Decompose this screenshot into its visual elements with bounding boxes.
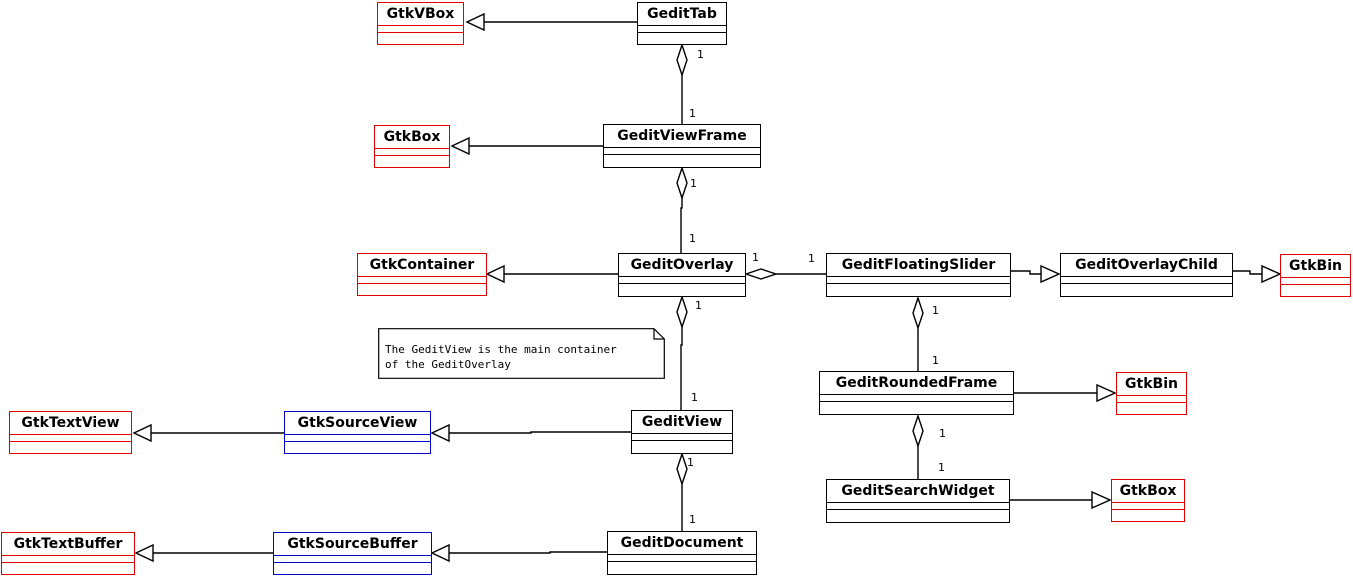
class-gedit-view: GeditView: [631, 410, 733, 454]
operations-compartment: [274, 563, 431, 569]
attributes-compartment: [375, 149, 449, 156]
attributes-compartment: [632, 434, 732, 441]
class-name: GtkBox: [375, 126, 449, 149]
multiplicity-label: 1: [938, 461, 945, 474]
class-gtk-source-view: GtkSourceView: [284, 411, 431, 454]
operations-compartment: [1061, 284, 1232, 290]
attributes-compartment: [1281, 278, 1350, 285]
class-gedit-rounded-frame: GeditRoundedFrame: [819, 371, 1014, 415]
class-name: GtkBin: [1117, 373, 1186, 396]
class-gtk-text-view: GtkTextView: [9, 411, 132, 454]
class-name: GtkContainer: [358, 254, 486, 277]
operations-compartment: [1112, 510, 1184, 516]
operations-compartment: [375, 156, 449, 162]
multiplicity-label: 1: [691, 391, 698, 404]
multiplicity-label: 1: [687, 456, 694, 469]
multiplicity-label: 1: [808, 252, 815, 265]
operations-compartment: [2, 563, 134, 569]
class-name: GeditViewFrame: [604, 125, 760, 148]
class-gedit-tab: GeditTab: [637, 2, 727, 45]
class-name: GeditOverlayChild: [1061, 254, 1232, 277]
attributes-compartment: [2, 556, 134, 563]
class-name: GtkBox: [1112, 480, 1184, 503]
attributes-compartment: [619, 277, 745, 284]
multiplicity-label: 1: [689, 107, 696, 120]
multiplicity-label: 1: [932, 304, 939, 317]
multiplicity-label: 1: [932, 354, 939, 367]
aggregation-edges: [676, 42, 924, 531]
class-gedit-floating-slider: GeditFloatingSlider: [826, 253, 1011, 297]
operations-compartment: [1117, 403, 1186, 409]
note-line-2: of the GeditOverlay: [385, 358, 511, 371]
class-gedit-overlay-child: GeditOverlayChild: [1060, 253, 1233, 297]
class-name: GeditOverlay: [619, 254, 745, 277]
class-gedit-view-frame: GeditViewFrame: [603, 124, 761, 168]
class-name: GeditView: [632, 411, 732, 434]
multiplicity-label: 1: [689, 232, 696, 245]
class-name: GeditTab: [638, 3, 726, 26]
class-name: GeditSearchWidget: [827, 480, 1009, 503]
class-name: GtkTextBuffer: [2, 533, 134, 556]
attributes-compartment: [827, 277, 1010, 284]
class-gtk-box: GtkBox: [374, 125, 450, 168]
class-name: GtkBin: [1281, 255, 1350, 278]
class-gtk-vbox: GtkVBox: [377, 2, 464, 45]
operations-compartment: [285, 442, 430, 448]
operations-compartment: [10, 442, 131, 448]
class-gtk-text-buffer: GtkTextBuffer: [1, 532, 135, 575]
class-gedit-search-widget: GeditSearchWidget: [826, 479, 1010, 523]
class-gedit-document: GeditDocument: [607, 531, 757, 575]
attributes-compartment: [1061, 277, 1232, 284]
class-name: GeditFloatingSlider: [827, 254, 1010, 277]
class-name: GtkTextView: [10, 412, 131, 435]
class-name: GtkVBox: [378, 3, 463, 26]
operations-compartment: [1281, 285, 1350, 291]
attributes-compartment: [378, 26, 463, 33]
diagram-note: The GeditView is the main container of t…: [378, 328, 665, 379]
class-gedit-overlay: GeditOverlay: [618, 253, 746, 297]
multiplicity-label: 1: [690, 177, 697, 190]
operations-compartment: [827, 510, 1009, 516]
class-gtk-bin: GtkBin: [1280, 254, 1351, 297]
operations-compartment: [820, 402, 1013, 408]
class-gtk-source-buffer: GtkSourceBuffer: [273, 532, 432, 575]
operations-compartment: [827, 284, 1010, 290]
class-name: GtkSourceBuffer: [274, 533, 431, 556]
note-shape: [378, 328, 665, 379]
operations-compartment: [619, 284, 745, 290]
attributes-compartment: [608, 555, 756, 562]
attributes-compartment: [10, 435, 131, 442]
class-name: GtkSourceView: [285, 412, 430, 435]
attributes-compartment: [820, 395, 1013, 402]
operations-compartment: [604, 155, 760, 161]
operations-compartment: [378, 33, 463, 39]
attributes-compartment: [285, 435, 430, 442]
operations-compartment: [358, 284, 486, 290]
multiplicity-label: 1: [689, 513, 696, 526]
multiplicity-label: 1: [695, 299, 702, 312]
operations-compartment: [608, 562, 756, 568]
class-name: GeditDocument: [608, 532, 756, 555]
class-gtk-box: GtkBox: [1111, 479, 1185, 522]
attributes-compartment: [1117, 396, 1186, 403]
multiplicity-label: 1: [697, 48, 704, 61]
attributes-compartment: [827, 503, 1009, 510]
attributes-compartment: [1112, 503, 1184, 510]
note-text: The GeditView is the main container of t…: [385, 342, 617, 372]
class-name: GeditRoundedFrame: [820, 372, 1013, 395]
multiplicity-label: 1: [752, 251, 759, 264]
attributes-compartment: [358, 277, 486, 284]
class-gtk-container: GtkContainer: [357, 253, 487, 296]
class-gtk-bin: GtkBin: [1116, 372, 1187, 415]
note-line-1: The GeditView is the main container: [385, 343, 617, 356]
multiplicity-label: 1: [939, 427, 946, 440]
attributes-compartment: [638, 26, 726, 33]
inheritance-edges: [132, 12, 1282, 563]
attributes-compartment: [274, 556, 431, 563]
attributes-compartment: [604, 148, 760, 155]
operations-compartment: [638, 33, 726, 39]
operations-compartment: [632, 441, 732, 447]
